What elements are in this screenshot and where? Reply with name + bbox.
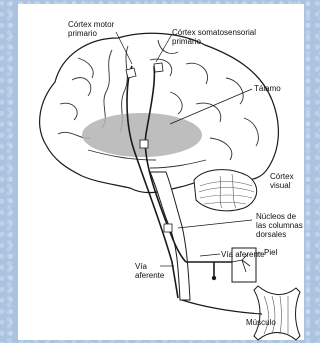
label-cortex-somatosensorial: Córtex somatosensorial primario [172, 28, 256, 46]
label-musculo: Músculo [246, 318, 276, 327]
label-cortex-motor: Córtex motor primario [68, 20, 114, 38]
muscle [254, 286, 300, 340]
leader-via-aferente-1 [200, 254, 220, 256]
label-cortex-visual: Córtex visual [270, 172, 294, 190]
label-nucleos-columnas-dorsales: Núcleos de las columnas dorsales [256, 212, 303, 239]
thalamus-region [82, 113, 202, 157]
label-via-aferente-upper: Vía aferente [221, 250, 265, 259]
somato-cortex-marker [154, 63, 163, 72]
leader-nucleos [178, 220, 252, 228]
label-talamo: Tálamo [254, 84, 281, 93]
label-via-aferente-lower: Vía aferente [135, 262, 164, 280]
motor-cortex-marker [126, 68, 136, 78]
label-piel: Piel [264, 248, 277, 257]
